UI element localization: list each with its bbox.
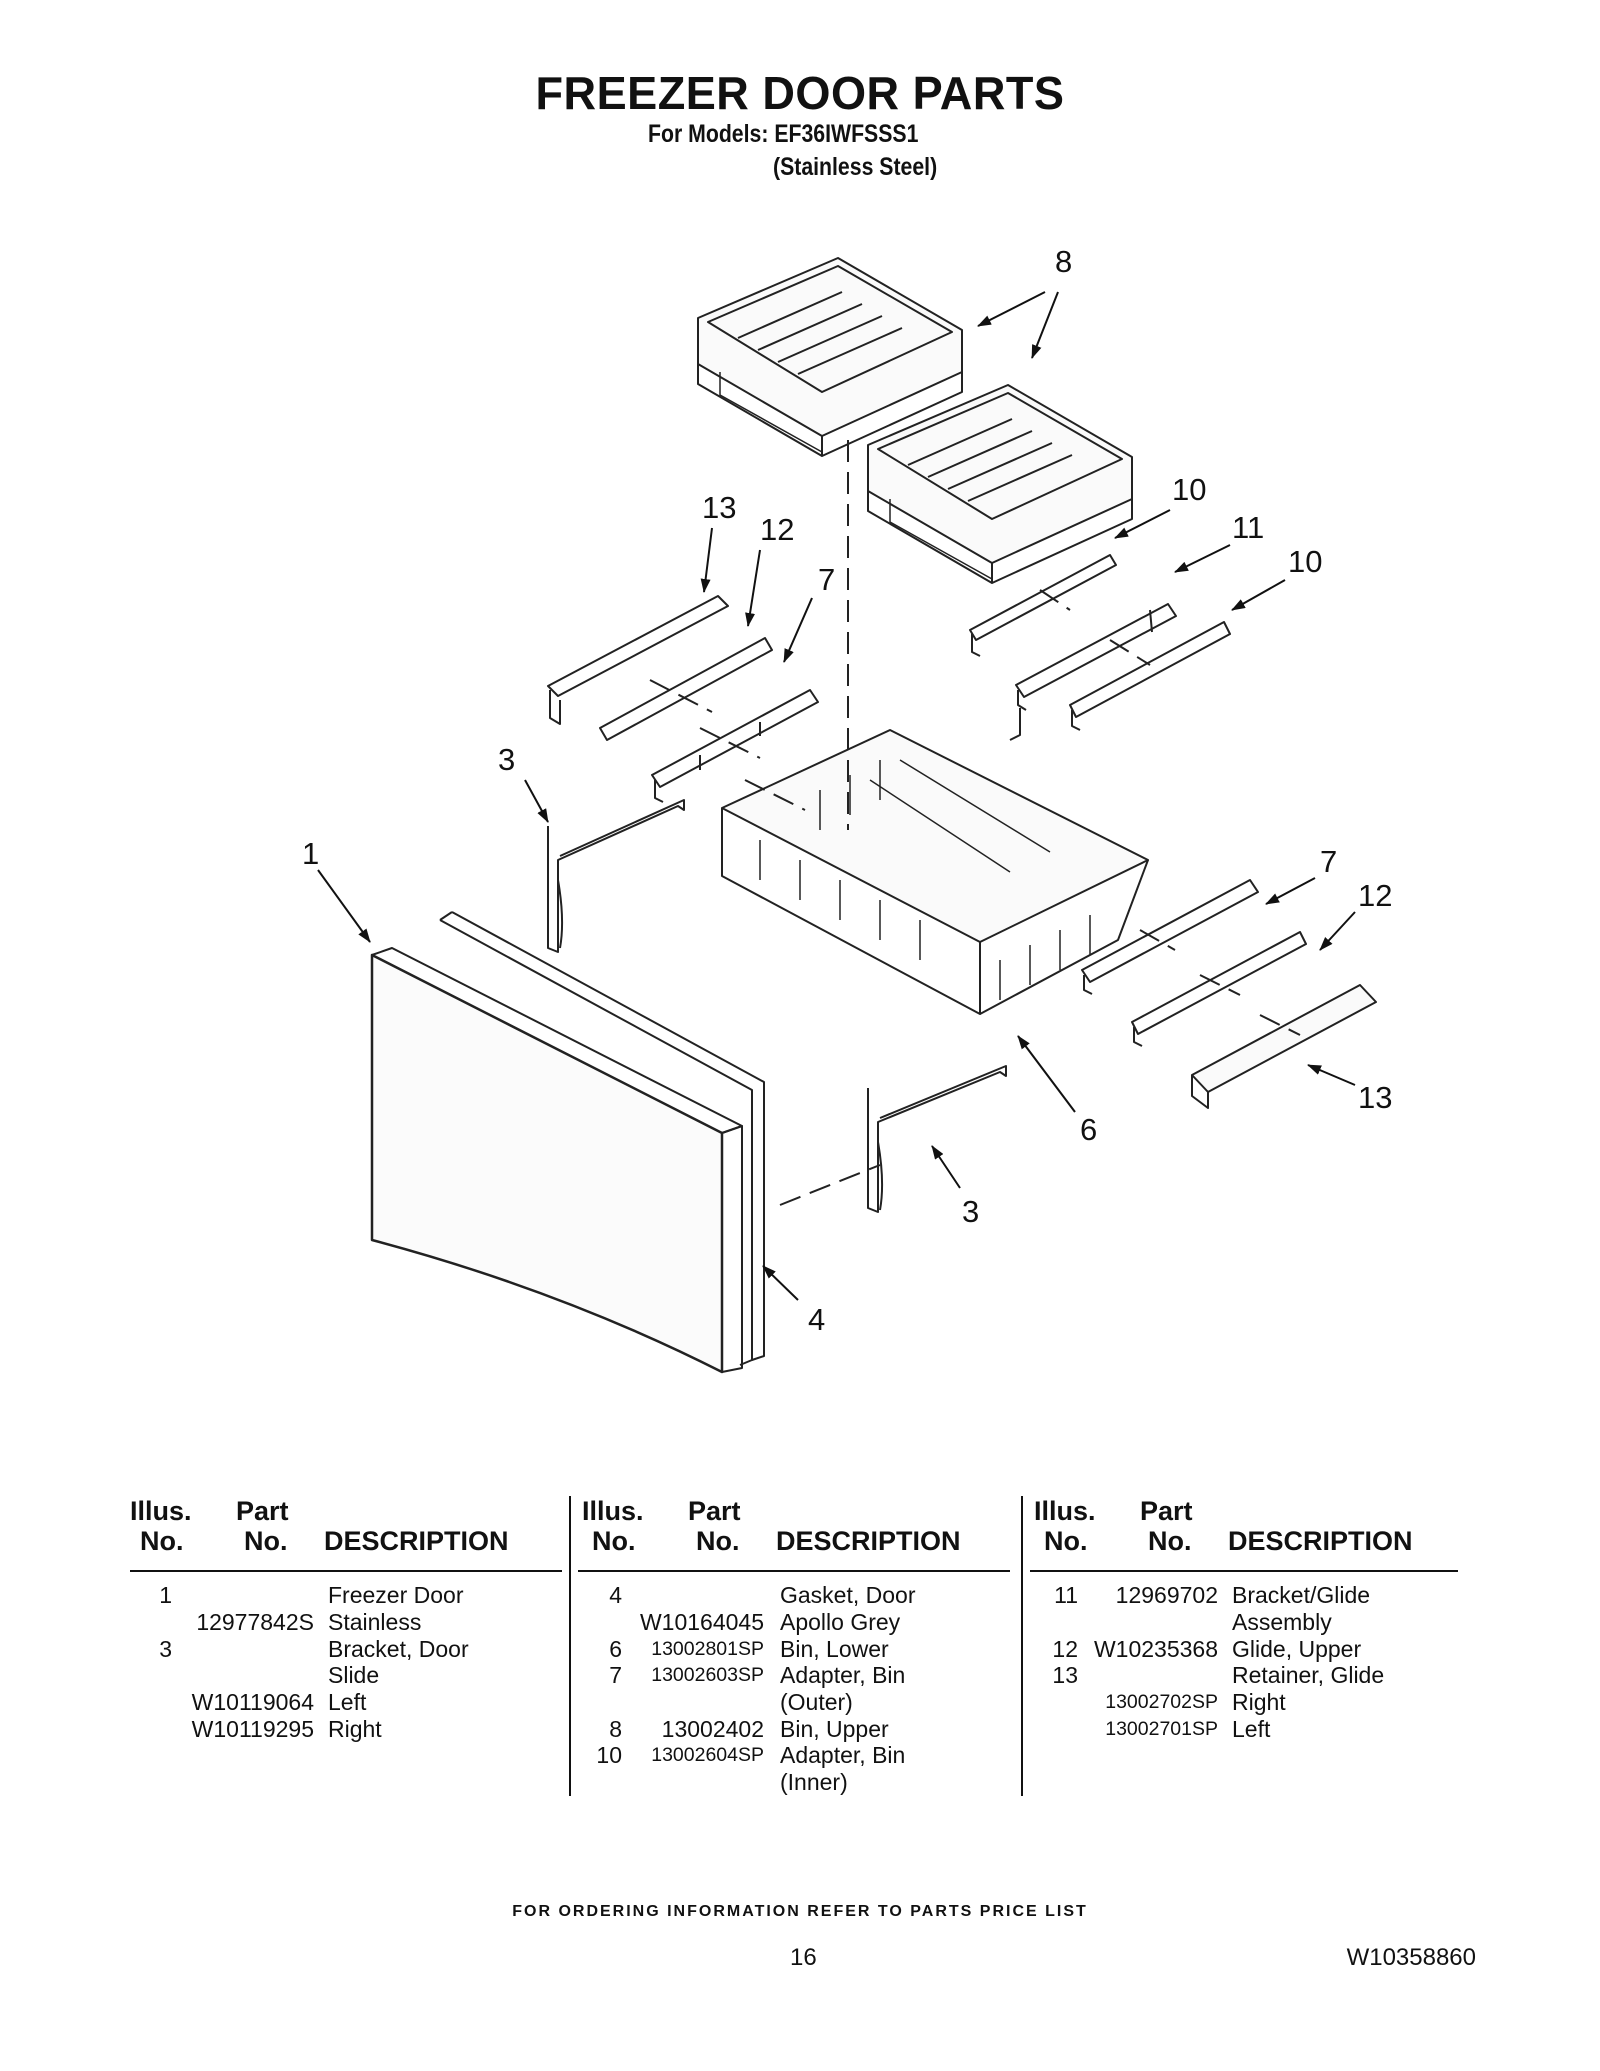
document-number: W10358860	[1346, 1944, 1476, 1971]
illus-number: 4	[609, 1582, 622, 1608]
illus-number: 3	[159, 1636, 172, 1662]
illus-number: 1	[159, 1582, 172, 1608]
door-slide-bracket-upper	[547, 799, 685, 953]
illus-number: 12	[1052, 1636, 1078, 1662]
illus-header-top: Illus.	[1034, 1496, 1096, 1526]
illus-number: 10	[596, 1742, 622, 1768]
finish-line: (Stainless Steel)	[773, 153, 938, 181]
freezer-door	[370, 947, 743, 1374]
illus-number: 6	[609, 1636, 622, 1662]
callout-13-left: 13	[702, 490, 736, 525]
part-description: Slide	[328, 1662, 380, 1688]
door-slide-bracket-lower	[867, 1065, 1007, 1213]
header-rule	[578, 1570, 1010, 1572]
callout-11: 11	[1232, 510, 1264, 545]
part-header-bottom: No.	[696, 1526, 740, 1556]
part-description: Left	[328, 1689, 367, 1715]
part-description: Gasket, Door	[780, 1582, 916, 1608]
callout-arrows	[317, 291, 1356, 1301]
part-number: W10164045	[639, 1609, 764, 1635]
part-number: 13002701SP	[1105, 1718, 1218, 1740]
part-description: (Inner)	[780, 1769, 848, 1795]
part-number: 12977842S	[196, 1609, 314, 1635]
part-header-top: Part	[1140, 1496, 1193, 1526]
part-description: Retainer, Glide	[1232, 1662, 1385, 1688]
column-divider	[569, 1496, 571, 1796]
header-rule	[1030, 1570, 1458, 1572]
page-title: FREEZER DOOR PARTS	[535, 67, 1065, 119]
part-description: Right	[1232, 1689, 1286, 1715]
ordering-note: FOR ORDERING INFORMATION REFER TO PARTS …	[512, 1903, 1088, 1920]
illus-header-bottom: No.	[1044, 1526, 1088, 1556]
part-number: 13002603SP	[651, 1664, 764, 1686]
door-gasket	[439, 911, 765, 1366]
exploded-parts-diagram: 1 3 3 4 6 7 7 8 10 10 11 12 12 13 13	[302, 244, 1392, 1374]
callout-7-right: 7	[1320, 844, 1337, 879]
part-number: 13002801SP	[651, 1638, 764, 1660]
description-header: DESCRIPTION	[324, 1526, 509, 1556]
upper-bin-left	[697, 257, 963, 457]
part-number: 12969702	[1115, 1582, 1218, 1608]
part-number: 13002702SP	[1105, 1691, 1218, 1713]
part-description: Bin, Lower	[780, 1636, 889, 1662]
illus-header-bottom: No.	[140, 1526, 184, 1556]
part-description: (Outer)	[780, 1689, 853, 1715]
header-rule	[130, 1570, 562, 1572]
part-header-bottom: No.	[1148, 1526, 1192, 1556]
callout-7-left: 7	[818, 562, 835, 597]
illus-number: 11	[1054, 1582, 1078, 1608]
page-number: 16	[790, 1944, 817, 1971]
illus-number: 8	[609, 1716, 622, 1742]
callout-4: 4	[808, 1302, 825, 1337]
part-number: W10119064	[191, 1689, 314, 1715]
callout-3-upper: 3	[498, 742, 515, 777]
callout-1: 1	[302, 836, 319, 871]
description-header: DESCRIPTION	[1228, 1526, 1413, 1556]
illus-header-bottom: No.	[592, 1526, 636, 1556]
callout-10-lower: 10	[1288, 544, 1322, 579]
part-description: Bracket/Glide	[1232, 1582, 1371, 1608]
lower-bin	[721, 729, 1149, 1015]
description-header: DESCRIPTION	[776, 1526, 961, 1556]
upper-bin-right	[867, 384, 1133, 584]
right-lower-rail-group	[1081, 879, 1377, 1109]
callout-12-right: 12	[1358, 878, 1392, 913]
part-description: Left	[1232, 1716, 1271, 1742]
part-description: Assembly	[1232, 1609, 1332, 1635]
part-description: Apollo Grey	[780, 1609, 901, 1635]
assembly-lines	[649, 440, 1301, 1206]
models-line: For Models: EF36IWFSSS1	[648, 120, 919, 148]
part-description: Adapter, Bin	[780, 1662, 906, 1688]
left-rail-group	[547, 595, 819, 803]
part-description: Stainless	[328, 1609, 422, 1635]
illus-header-top: Illus.	[582, 1496, 644, 1526]
right-rail-group	[969, 554, 1231, 731]
callout-3-lower: 3	[962, 1194, 979, 1229]
callout-12-left: 12	[760, 512, 794, 547]
part-header-bottom: No.	[244, 1526, 288, 1556]
part-header-top: Part	[688, 1496, 741, 1526]
callout-10-upper: 10	[1172, 472, 1206, 507]
part-description: Glide, Upper	[1232, 1636, 1362, 1662]
part-header-top: Part	[236, 1496, 289, 1526]
callout-8: 8	[1055, 244, 1072, 279]
part-description: Right	[328, 1716, 382, 1742]
illus-header-top: Illus.	[130, 1496, 192, 1526]
part-description: Bin, Upper	[780, 1716, 889, 1742]
part-description: Freezer Door	[328, 1582, 464, 1608]
part-number: W10235368	[1093, 1636, 1218, 1662]
illus-number: 7	[609, 1662, 622, 1688]
part-number: W10119295	[191, 1716, 314, 1742]
part-description: Bracket, Door	[328, 1636, 469, 1662]
callout-6: 6	[1080, 1112, 1097, 1147]
part-number: 13002604SP	[651, 1744, 764, 1766]
illus-number: 13	[1052, 1662, 1078, 1688]
callout-13-right: 13	[1358, 1080, 1392, 1115]
column-divider	[1021, 1496, 1023, 1796]
part-number: 13002402	[661, 1716, 764, 1742]
part-description: Adapter, Bin	[780, 1742, 906, 1768]
